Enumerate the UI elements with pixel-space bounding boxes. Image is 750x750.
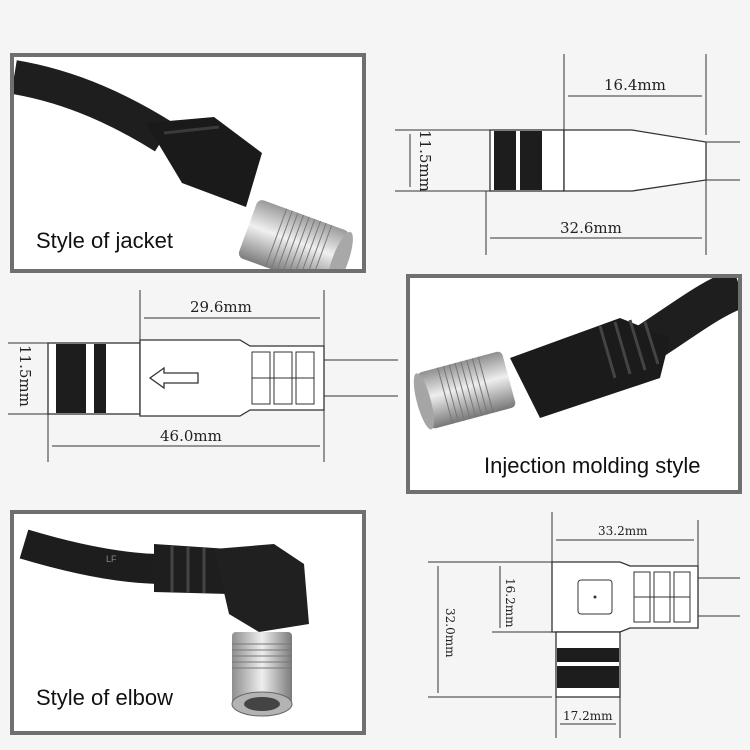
elbow-photo: LF [19,529,309,717]
injection-photo-panel: Injection molding style [406,274,742,494]
jacket-photo-panel: Style of jacket [10,53,366,273]
arrow-left-icon [148,366,199,390]
jacket-grip-knurl [494,131,542,190]
elbow-connector-width: 17.2mm [563,709,613,723]
jacket-caption: Style of jacket [28,225,181,257]
jacket-total-length: 32.6mm [560,219,622,237]
injection-strain-relief [251,351,315,405]
injection-total-length: 46.0mm [160,427,222,445]
svg-text:LF: LF [106,554,117,564]
jacket-body-length: 16.4mm [604,76,666,94]
elbow-strain-relief [633,571,691,623]
elbow-grip-knurl [557,648,619,688]
injection-photo [413,278,738,430]
injection-body-length: 29.6mm [190,298,252,316]
elbow-caption: Style of elbow [28,682,181,714]
elbow-photo-panel: LF Style of elbow [10,510,366,735]
elbow-total-height: 32.0mm [443,608,457,658]
jacket-diameter: 11.5mm [416,130,434,192]
elbow-width: 33.2mm [598,524,648,538]
injection-diameter: 11.5mm [16,345,34,407]
elbow-body-height: 16.2mm [503,578,517,628]
dot-icon [593,595,597,599]
jacket-photo [14,60,353,269]
injection-caption: Injection molding style [476,450,709,482]
